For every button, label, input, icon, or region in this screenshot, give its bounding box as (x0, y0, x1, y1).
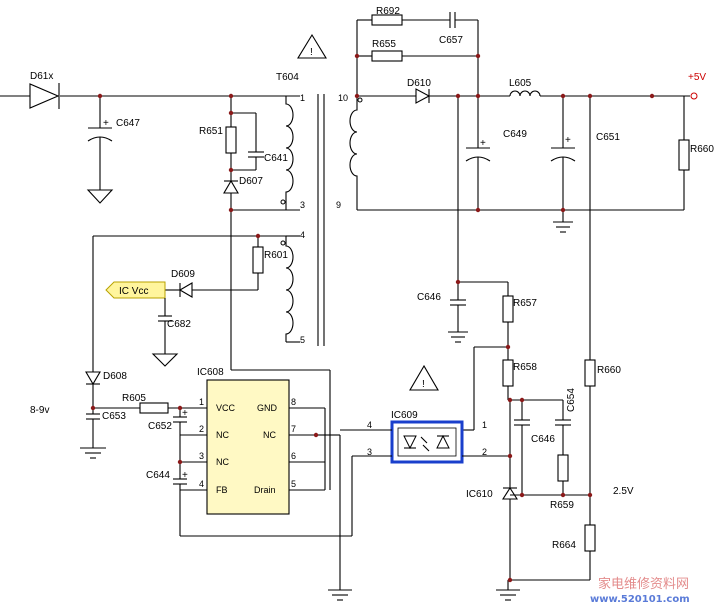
label-c646-top: C646 (417, 292, 441, 303)
label-c653: C653 (102, 411, 126, 422)
aux-supply: R601 D609 IC Vcc C682 D608 (85, 235, 288, 408)
ic609-pin4: 4 (367, 420, 372, 430)
ic609-box (390, 420, 464, 464)
pin-t10: 10 (338, 93, 348, 103)
label-ic-vcc: IC Vcc (119, 286, 148, 297)
label-r664: R664 (552, 540, 576, 551)
label-2-5v: 2.5V (613, 486, 634, 497)
label-ic608: IC608 (197, 367, 224, 378)
ic608-pin1: 1 (199, 397, 204, 407)
ic608-pin6: 6 (291, 451, 296, 461)
label-ic609: IC609 (391, 410, 418, 421)
capacitor-c649: + C649 (465, 96, 527, 210)
label-r655: R655 (372, 39, 396, 50)
warning-mark-top: ! (310, 47, 313, 58)
label-c652: C652 (148, 421, 172, 432)
tl431-network: R658 C646 C654 R659 IC610 (466, 96, 634, 601)
plus-c644: + (182, 470, 188, 481)
plus-c651: + (565, 135, 571, 146)
vcc-input-network: 8-9v R605 C653 + C652 + C644 (30, 393, 352, 537)
label-c641: C641 (264, 153, 288, 164)
label-c651: C651 (596, 132, 620, 143)
label-t604: T604 (276, 72, 299, 83)
label-r660-bot: R660 (597, 365, 621, 376)
feedback-bias: C646 R657 (417, 96, 537, 431)
ic608-nc1: NC (216, 430, 229, 440)
transformer-t604: T604 1 3 4 5 10 9 (276, 72, 363, 346)
ic608-pin3: 3 (199, 451, 204, 461)
ic608-pin2: 2 (199, 424, 204, 434)
watermark-text: 家电维修资料网 (598, 576, 689, 592)
ic608-drain: Drain (254, 485, 276, 495)
label-r659: R659 (550, 500, 574, 511)
ic608-pin7: 7 (291, 424, 296, 434)
label-r692: R692 (376, 6, 400, 17)
plus-c649: + (480, 138, 486, 149)
label-c649: C649 (503, 129, 527, 140)
pin-t4: 4 (300, 230, 305, 240)
warning-icon-bottom: ! (409, 364, 439, 391)
ground-c647 (86, 189, 114, 204)
watermark-url: www.520101.com (590, 594, 690, 605)
plus-c647: + (103, 118, 109, 129)
capacitor-c651: + C651 (550, 96, 620, 233)
warning-icon-top: ! (297, 33, 327, 59)
label-d61x: D61x (30, 71, 53, 82)
ic608-fb: FB (216, 485, 228, 495)
pin-t9: 9 (336, 200, 341, 210)
label-r658: R658 (513, 362, 537, 373)
output-rail: D610 L605 +5V R660 (357, 72, 714, 210)
label-r651: R651 (199, 126, 223, 137)
plus-c652: + (182, 408, 188, 419)
label-c657: C657 (439, 35, 463, 46)
label-d610: D610 (407, 78, 431, 89)
capacitor-c647: + C647 (86, 96, 140, 204)
ic608-nc3: NC (263, 430, 276, 440)
ic608-vcc: VCC (216, 403, 236, 413)
ic608-nc2: NC (216, 457, 229, 467)
ic608: IC608 1 2 3 4 8 7 6 5 VCC NC NC FB GND N… (197, 210, 331, 515)
watermark: 家电维修资料网 www.520101.com (590, 576, 690, 605)
ic608-pin4: 4 (199, 479, 204, 489)
label-r660-top: R660 (690, 144, 714, 155)
label-r601: R601 (264, 250, 288, 261)
ic-vcc-flag (105, 281, 166, 299)
label-c647: C647 (116, 118, 140, 129)
label-d609: D609 (171, 269, 195, 280)
ic609-optocoupler: IC609 4 3 1 2 (340, 410, 510, 464)
label-d608: D608 (103, 371, 127, 382)
label-r657: R657 (513, 298, 537, 309)
label-d607: D607 (239, 176, 263, 187)
label-ic610: IC610 (466, 489, 493, 500)
label-c654: C654 (566, 388, 577, 412)
pin-t1: 1 (300, 93, 305, 103)
label-8-9v: 8-9v (30, 405, 49, 416)
junction-dots (90, 53, 655, 583)
diode-d61x: D61x (29, 71, 60, 109)
pin-t3: 3 (300, 200, 305, 210)
label-plus-5v: +5V (688, 72, 706, 83)
ic609-pin3: 3 (367, 447, 372, 457)
snubber-network: R651 C641 D607 (199, 96, 300, 211)
warning-mark-bottom: ! (422, 379, 425, 390)
ic609-pin1: 1 (482, 420, 487, 430)
pin-t5: 5 (300, 335, 305, 345)
label-r605: R605 (122, 393, 146, 404)
ground-bottom-left (325, 434, 353, 601)
ic608-body (206, 379, 290, 515)
label-c682: C682 (167, 319, 191, 330)
ic608-gnd: GND (257, 403, 278, 413)
ic609-pin2: 2 (482, 447, 487, 457)
label-c644: C644 (146, 470, 170, 481)
label-c646-bot: C646 (531, 434, 555, 445)
ic608-pin5: 5 (291, 479, 296, 489)
ic608-pin8: 8 (291, 397, 296, 407)
label-l605: L605 (509, 78, 532, 89)
